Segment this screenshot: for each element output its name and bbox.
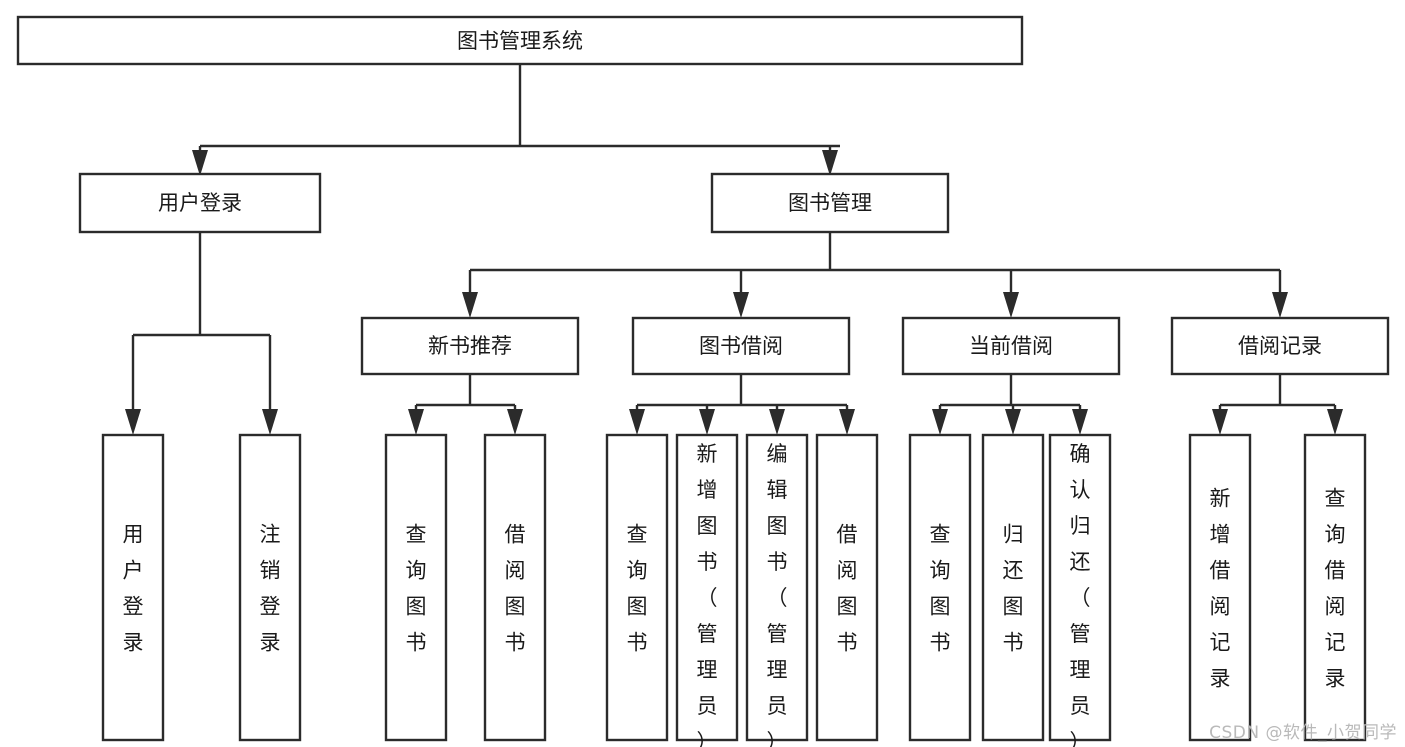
arrow-head-borrow-record xyxy=(1272,292,1288,318)
leaf-node-borrow-book-2-box[interactable] xyxy=(815,433,879,742)
arrow-head-currentborrow-leaf-3 xyxy=(1072,409,1088,435)
node-borrow-record-label: 借阅记录 xyxy=(1238,334,1322,358)
leaf-node-borrow-book-1-label: 借阅图书 xyxy=(505,523,526,655)
leaf-node-return-book-box[interactable] xyxy=(981,433,1045,742)
leaf-node-add-book-admin-box[interactable] xyxy=(675,433,739,742)
arrow-head-leaf-user-login xyxy=(125,409,141,435)
leaf-node-add-borrow-record-box[interactable] xyxy=(1188,433,1252,742)
node-user-login[interactable]: 用户登录 xyxy=(78,172,322,234)
leaf-node-query-book-2[interactable]: 查询图书 xyxy=(605,433,669,742)
leaf-node-return-book-label: 归还图书 xyxy=(1003,523,1024,655)
leaf-node-logout[interactable]: 注销登录 xyxy=(238,433,302,742)
leaf-node-query-borrow-record-box[interactable] xyxy=(1303,433,1367,742)
node-borrow-record[interactable]: 借阅记录 xyxy=(1170,316,1390,376)
leaf-node-edit-book-admin-box[interactable] xyxy=(745,433,809,742)
node-root[interactable]: 图书管理系统 xyxy=(16,15,1024,66)
leaf-node-query-borrow-record[interactable]: 查询借阅记录 xyxy=(1303,433,1367,742)
leaf-node-add-borrow-record-label: 新增借阅记录 xyxy=(1210,487,1231,691)
node-book-management-box[interactable] xyxy=(710,172,950,234)
leaf-node-confirm-return-admin[interactable]: 确认归还（管理员） xyxy=(1048,433,1112,747)
arrow-head-leaf-logout xyxy=(262,409,278,435)
node-borrow-record-box[interactable] xyxy=(1170,316,1390,376)
leaf-node-borrow-book-1[interactable]: 借阅图书 xyxy=(483,433,547,742)
node-user-login-box[interactable] xyxy=(78,172,322,234)
arrow-head-newbook-leaf-2 xyxy=(507,409,523,435)
arrow-head-bookborrow-leaf-4 xyxy=(839,409,855,435)
node-book-management-label: 图书管理 xyxy=(788,191,872,215)
arrow-head-currentborrow-leaf-2 xyxy=(1005,409,1021,435)
node-current-borrow-label: 当前借阅 xyxy=(969,334,1053,358)
leaf-node-user-login[interactable]: 用户登录 xyxy=(101,433,165,742)
leaf-node-user-login-box[interactable] xyxy=(101,433,165,742)
connector-layer xyxy=(125,64,1343,435)
leaf-node-return-book[interactable]: 归还图书 xyxy=(981,433,1045,742)
leaf-node-add-borrow-record[interactable]: 新增借阅记录 xyxy=(1188,433,1252,742)
arrow-head-new-book-rec xyxy=(462,292,478,318)
arrow-head-book-borrow xyxy=(733,292,749,318)
leaf-node-query-book-1-box[interactable] xyxy=(384,433,448,742)
node-current-borrow-box[interactable] xyxy=(901,316,1121,376)
node-current-borrow[interactable]: 当前借阅 xyxy=(901,316,1121,376)
leaf-node-add-book-admin[interactable]: 新增图书（管理员） xyxy=(675,433,739,747)
leaf-node-borrow-book-1-box[interactable] xyxy=(483,433,547,742)
arrow-head-newbook-leaf-1 xyxy=(408,409,424,435)
node-user-login-label: 用户登录 xyxy=(158,191,242,215)
arrow-head-bookborrow-leaf-3 xyxy=(769,409,785,435)
leaf-node-borrow-book-2[interactable]: 借阅图书 xyxy=(815,433,879,742)
leaf-node-query-book-3-box[interactable] xyxy=(908,433,972,742)
leaf-node-query-book-1-label: 查询图书 xyxy=(406,523,427,655)
leaf-node-add-book-admin-label: 新增图书（管理员） xyxy=(697,442,718,747)
node-new-book-recommend-box[interactable] xyxy=(360,316,580,376)
leaf-node-confirm-return-admin-box[interactable] xyxy=(1048,433,1112,742)
leaf-node-logout-label: 注销登录 xyxy=(260,523,281,655)
node-book-management[interactable]: 图书管理 xyxy=(710,172,950,234)
leaf-node-confirm-return-admin-label: 确认归还（管理员） xyxy=(1070,442,1091,747)
leaf-node-logout-box[interactable] xyxy=(238,433,302,742)
leaf-node-query-book-2-box[interactable] xyxy=(605,433,669,742)
arrow-head-borrowrecord-leaf-2 xyxy=(1327,409,1343,435)
leaf-node-query-book-3-label: 查询图书 xyxy=(930,523,951,655)
node-new-book-recommend[interactable]: 新书推荐 xyxy=(360,316,580,376)
leaf-node-query-book-3[interactable]: 查询图书 xyxy=(908,433,972,742)
node-book-borrow-label: 图书借阅 xyxy=(699,334,783,358)
leaf-node-edit-book-admin-label: 编辑图书（管理员） xyxy=(767,442,788,747)
leaf-node-query-borrow-record-label: 查询借阅记录 xyxy=(1325,487,1346,691)
leaf-node-query-book-2-label: 查询图书 xyxy=(627,523,648,655)
arrow-head-user-login xyxy=(192,150,208,176)
leaf-node-user-login-label: 用户登录 xyxy=(123,523,144,655)
node-book-borrow-box[interactable] xyxy=(631,316,851,376)
arrow-head-borrowrecord-leaf-1 xyxy=(1212,409,1228,435)
leaf-node-query-book-1[interactable]: 查询图书 xyxy=(384,433,448,742)
arrow-head-bookborrow-leaf-2 xyxy=(699,409,715,435)
node-book-borrow[interactable]: 图书借阅 xyxy=(631,316,851,376)
node-root-box[interactable] xyxy=(16,15,1024,66)
arrow-head-book-mgmt xyxy=(822,150,838,176)
leaf-node-edit-book-admin[interactable]: 编辑图书（管理员） xyxy=(745,433,809,747)
arrow-head-current-borrow xyxy=(1003,292,1019,318)
arrow-head-bookborrow-leaf-1 xyxy=(629,409,645,435)
arrow-head-currentborrow-leaf-1 xyxy=(932,409,948,435)
node-new-book-recommend-label: 新书推荐 xyxy=(428,334,512,358)
node-root-label: 图书管理系统 xyxy=(457,29,583,53)
csdn-watermark: CSDN @软件_小贺同学 xyxy=(1209,723,1397,743)
leaf-node-borrow-book-2-label: 借阅图书 xyxy=(837,523,858,655)
